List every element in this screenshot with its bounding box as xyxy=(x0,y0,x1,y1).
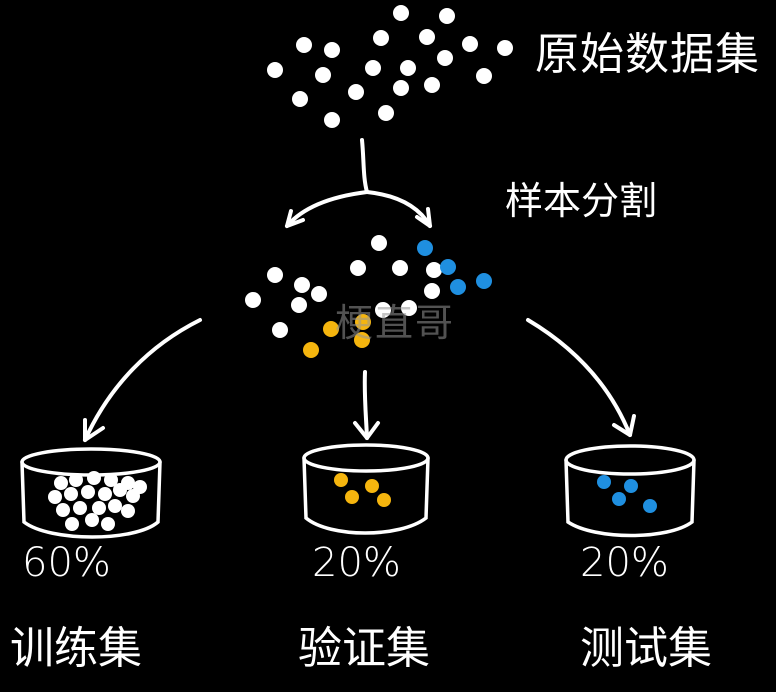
train-dot xyxy=(101,517,115,531)
arrow-to-train xyxy=(85,320,200,440)
raw-dot xyxy=(393,80,409,96)
test-dot xyxy=(597,475,611,489)
raw-dot xyxy=(315,67,331,83)
raw-dot xyxy=(378,105,394,121)
raw-dot xyxy=(324,42,340,58)
watermark: 梗直哥 xyxy=(335,292,455,347)
val-percent: 20% xyxy=(312,540,401,586)
mixed-dot-white xyxy=(245,292,261,308)
raw-dot xyxy=(373,30,389,46)
val-dot xyxy=(377,493,391,507)
raw-dot xyxy=(439,8,455,24)
mixed-dot-white xyxy=(426,262,442,278)
train-set-label: 训练集 xyxy=(10,612,142,676)
raw-dot xyxy=(267,62,283,78)
mixed-dot-white xyxy=(294,277,310,293)
train-dot xyxy=(87,471,101,485)
val-dot xyxy=(365,479,379,493)
sample-split-label: 样本分割 xyxy=(505,170,657,225)
test-set-dots xyxy=(597,475,657,513)
mixed-dot-blue xyxy=(476,273,492,289)
mixed-dot-white xyxy=(272,322,288,338)
raw-dot xyxy=(497,40,513,56)
val-dot xyxy=(334,473,348,487)
mixed-dot-white xyxy=(371,235,387,251)
train-set-dots xyxy=(48,471,147,531)
train-dot xyxy=(108,499,122,513)
mixed-dot-white xyxy=(291,297,307,313)
raw-dot xyxy=(365,60,381,76)
raw-dot xyxy=(400,60,416,76)
test-percent: 20% xyxy=(580,540,669,586)
test-set-label: 测试集 xyxy=(580,612,712,676)
train-dot xyxy=(98,487,112,501)
train-dot xyxy=(64,487,78,501)
raw-dot xyxy=(419,29,435,45)
val-set-label: 验证集 xyxy=(298,612,430,676)
arrow-to-val xyxy=(365,372,367,438)
mixed-dot-white xyxy=(350,260,366,276)
raw-dot xyxy=(476,68,492,84)
train-percent: 60% xyxy=(22,540,111,586)
train-dot xyxy=(73,501,87,515)
val-set-dots xyxy=(334,473,391,507)
train-dot xyxy=(126,489,140,503)
train-dot xyxy=(92,501,106,515)
mixed-dot-blue xyxy=(440,259,456,275)
mixed-dot-white xyxy=(311,286,327,302)
train-dot xyxy=(121,504,135,518)
train-dot xyxy=(69,473,83,487)
test-dot xyxy=(643,499,657,513)
raw-dot xyxy=(296,37,312,53)
test-dot xyxy=(624,479,638,493)
raw-dataset-label: 原始数据集 xyxy=(535,18,760,82)
raw-dot xyxy=(348,84,364,100)
arrow-to-test xyxy=(528,320,630,435)
train-dot xyxy=(113,483,127,497)
train-dot xyxy=(81,485,95,499)
val-dot xyxy=(345,490,359,504)
train-dot xyxy=(54,476,68,490)
mixed-dot-white xyxy=(267,267,283,283)
stem-line xyxy=(362,140,367,192)
raw-dot xyxy=(292,91,308,107)
train-dot xyxy=(56,503,70,517)
mixed-dot-yellow xyxy=(303,342,319,358)
raw-dot xyxy=(462,36,478,52)
train-dot xyxy=(85,513,99,527)
mixed-dot-blue xyxy=(417,240,433,256)
raw-dot xyxy=(393,5,409,21)
train-dot xyxy=(65,517,79,531)
raw-data-dots xyxy=(267,5,513,128)
mixed-dot-white xyxy=(392,260,408,276)
raw-dot xyxy=(424,77,440,93)
test-dot xyxy=(612,492,626,506)
raw-dot xyxy=(437,50,453,66)
train-dot xyxy=(48,490,62,504)
raw-dot xyxy=(324,112,340,128)
